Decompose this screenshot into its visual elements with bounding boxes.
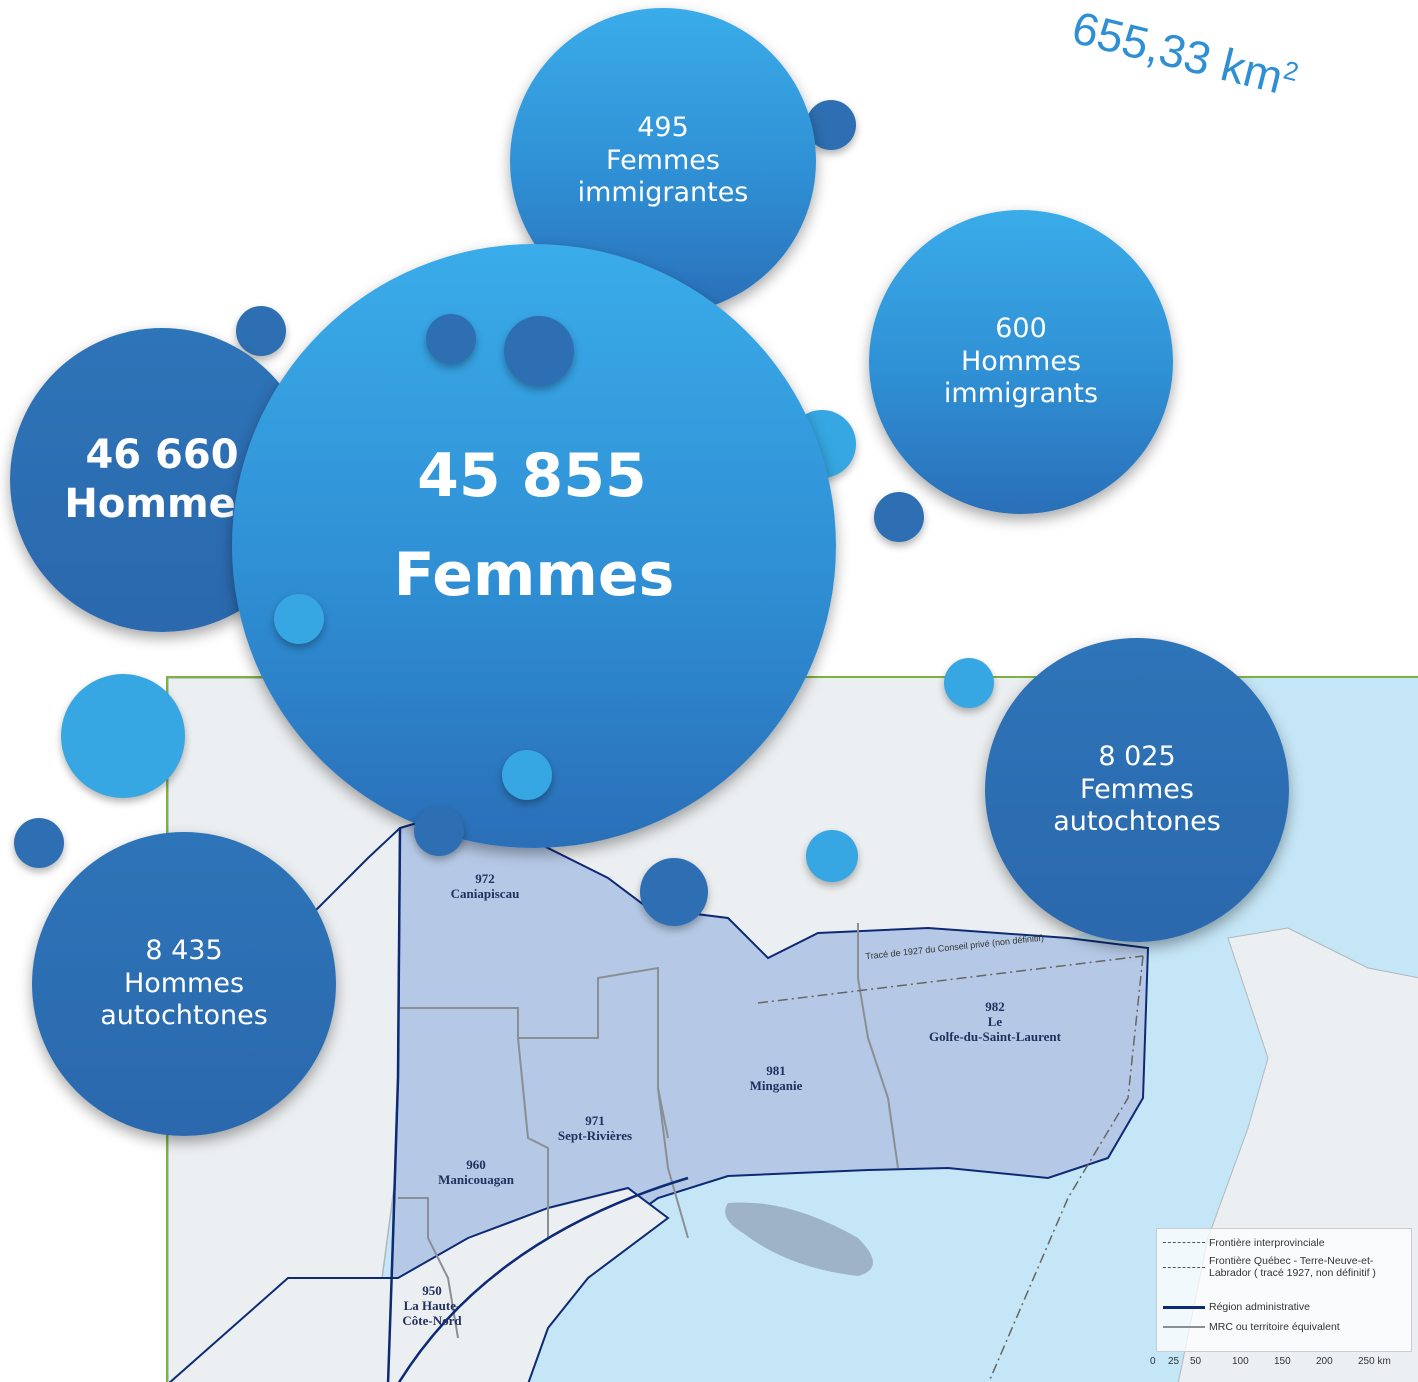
- mrc-label-981: 981 Minganie: [726, 1063, 826, 1094]
- mrc-label-982: 982 Le Golfe-du-Saint-Laurent: [905, 999, 1085, 1045]
- femmes-immigrantes-count: 495: [637, 111, 689, 143]
- decorative-dot: [944, 658, 994, 708]
- legend-item-region: Région administrative: [1163, 1301, 1310, 1313]
- decorative-dot: [236, 306, 286, 356]
- femmes-autochtones-count: 8 025: [1098, 740, 1176, 772]
- decorative-dot: [414, 806, 464, 856]
- hommes-immigrants-label-2: immigrants: [943, 378, 1099, 410]
- decorative-dot: [502, 750, 552, 800]
- scale-tick: 50: [1190, 1356, 1202, 1367]
- map-land-south: [168, 1186, 670, 1382]
- mrc-label-971: 971 Sept-Rivières: [540, 1113, 650, 1144]
- mrc-name-2: Golfe-du-Saint-Laurent: [929, 1028, 1061, 1044]
- map-1927-line: [757, 955, 1144, 1004]
- decorative-dot: [61, 674, 185, 798]
- area-label: 655,33 km2: [1067, 0, 1303, 108]
- area-value: 655,33 km: [1067, 0, 1289, 104]
- hommes-autochtones-label-1: Hommes: [123, 967, 245, 999]
- hommes-autochtones-label-2: autochtones: [100, 1000, 268, 1032]
- legend-swatch: [1163, 1326, 1205, 1328]
- map-mrc-boundaries: [398, 923, 899, 1339]
- mrc-name: Caniapiscau: [450, 885, 520, 901]
- scale-tick: 0: [1150, 1356, 1156, 1367]
- mrc-name: Manicouagan: [438, 1171, 514, 1187]
- decorative-dot: [874, 492, 924, 542]
- map-interprovincial-line: [988, 955, 1144, 1382]
- mrc-code: 972: [475, 871, 495, 886]
- decorative-dot: [426, 314, 476, 364]
- legend-swatch: [1163, 1242, 1205, 1243]
- hommes-autochtones-count: 8 435: [145, 934, 223, 966]
- map-svg: [168, 678, 1418, 1382]
- mrc-name-2: Côte-Nord: [402, 1312, 462, 1328]
- scale-tick: 100: [1232, 1356, 1249, 1367]
- legend-item-qc-tnl: Frontière Québec - Terre-Neuve-et- Labra…: [1163, 1255, 1376, 1279]
- legend-label: MRC ou territoire équivalent: [1209, 1321, 1340, 1333]
- scale-tick: 200: [1316, 1356, 1333, 1367]
- mrc-name: Sept-Rivières: [557, 1127, 633, 1143]
- legend-swatch: [1163, 1267, 1205, 1268]
- mrc-code: 982: [985, 999, 1005, 1014]
- map-legend: Frontière interprovinciale Frontière Qué…: [1156, 1228, 1412, 1352]
- mrc-code: 971: [585, 1113, 605, 1128]
- map-anticosti: [725, 1202, 873, 1276]
- hommes-immigrants-label-1: Hommes: [960, 345, 1082, 377]
- femmes-immigrantes-label-2: immigrantes: [577, 177, 749, 209]
- legend-item-interprovinciale: Frontière interprovinciale: [1163, 1237, 1325, 1249]
- mrc-code: 960: [466, 1157, 486, 1172]
- legend-label: Frontière Québec - Terre-Neuve-et-: [1209, 1255, 1374, 1267]
- mrc-label-972: 972 Caniapiscau: [430, 871, 540, 902]
- decorative-dot: [806, 830, 858, 882]
- legend-label-2: Labrador ( tracé 1927, non définitif ): [1209, 1267, 1376, 1279]
- hommes-label: Hommes: [64, 481, 260, 527]
- mrc-name: Minganie: [749, 1077, 803, 1093]
- femmes-count: 45 855: [417, 440, 647, 511]
- map-estuary-boundary: [397, 1176, 689, 1382]
- decorative-dot: [274, 594, 324, 644]
- femmes-autochtones-label-1: Femmes: [1080, 773, 1194, 805]
- decorative-dot: [14, 818, 64, 868]
- mrc-name: Le: [987, 1013, 1003, 1029]
- decorative-dot: [504, 316, 574, 386]
- legend-label: Frontière interprovinciale: [1209, 1237, 1325, 1249]
- bubble-femmes-autochtones: 8 025 Femmes autochtones: [985, 638, 1289, 942]
- legend-swatch: [1163, 1306, 1205, 1309]
- mrc-label-950: 950 La Haute- Côte-Nord: [382, 1283, 482, 1329]
- mrc-code: 981: [766, 1063, 786, 1078]
- bubble-hommes-autochtones: 8 435 Hommes autochtones: [32, 832, 336, 1136]
- femmes-label: Femmes: [393, 540, 675, 610]
- mrc-code: 950: [422, 1283, 442, 1298]
- scale-tick: 25: [1168, 1356, 1180, 1367]
- scale-tick: 150: [1274, 1356, 1291, 1367]
- region-map: Tracé de 1927 du Conseil privé (non défi…: [166, 676, 1418, 1382]
- bubble-hommes-immigrants: 600 Hommes immigrants: [869, 210, 1173, 514]
- femmes-immigrantes-label-1: Femmes: [606, 144, 720, 176]
- mrc-name: La Haute-: [403, 1297, 461, 1313]
- legend-label: Région administrative: [1209, 1301, 1310, 1313]
- femmes-autochtones-label-2: autochtones: [1053, 806, 1221, 838]
- hommes-count: 46 660: [85, 432, 239, 479]
- legend-item-mrc: MRC ou territoire équivalent: [1163, 1321, 1340, 1333]
- scale-tick: 250 km: [1358, 1356, 1391, 1367]
- decorative-dot: [640, 858, 708, 926]
- map-region-west-boundary: [386, 827, 402, 1382]
- hommes-immigrants-count: 600: [995, 312, 1047, 344]
- mrc-label-960: 960 Manicouagan: [421, 1157, 531, 1188]
